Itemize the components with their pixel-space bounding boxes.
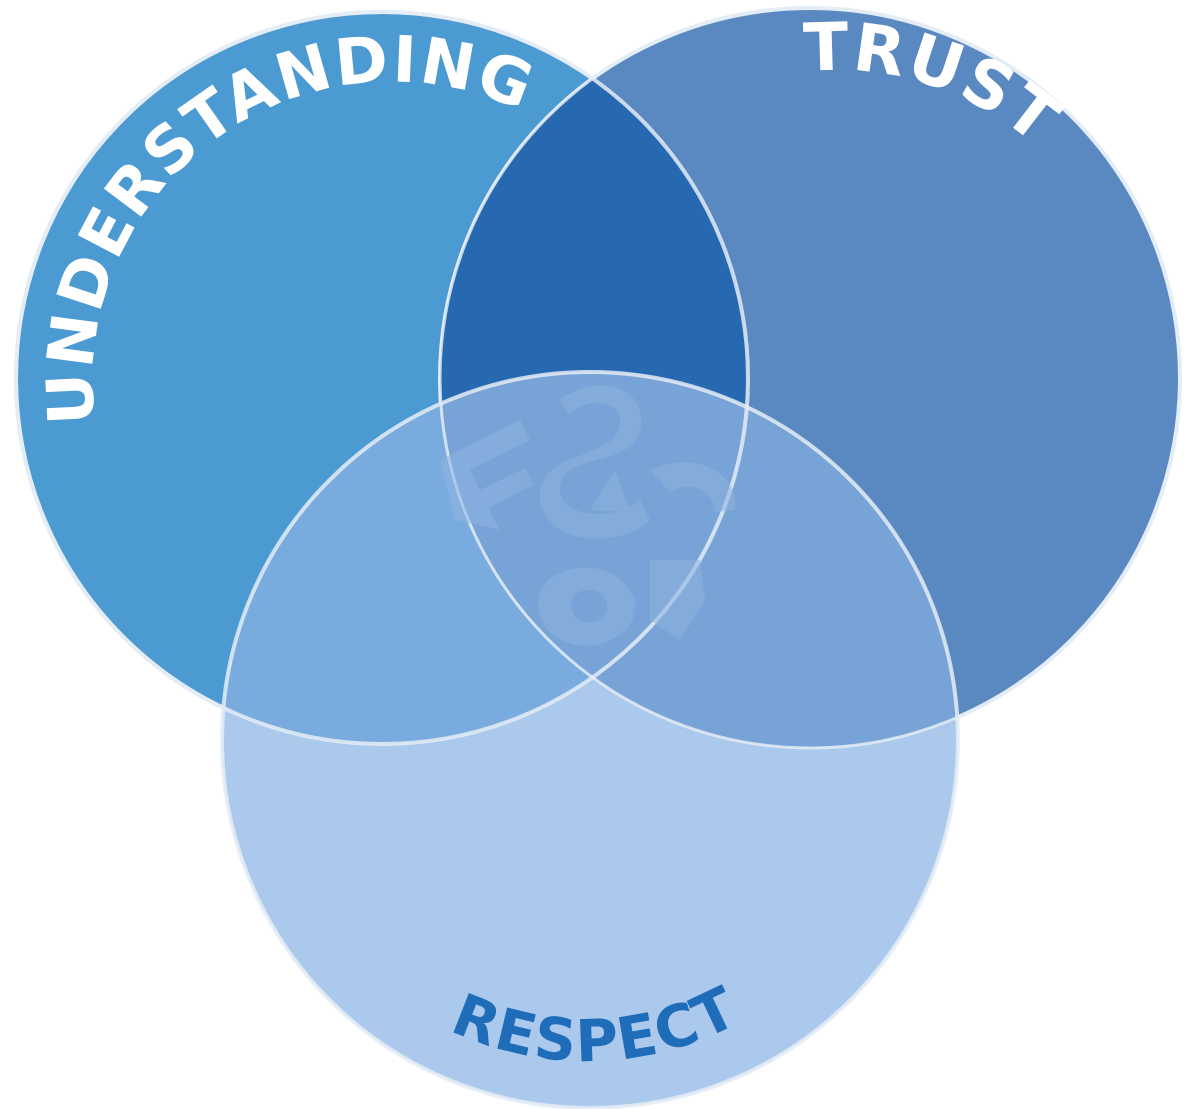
outline-respect [220, 370, 960, 1109]
watermark-logo [440, 385, 736, 646]
outline-understanding [14, 10, 750, 746]
outline-trust [438, 6, 1182, 750]
